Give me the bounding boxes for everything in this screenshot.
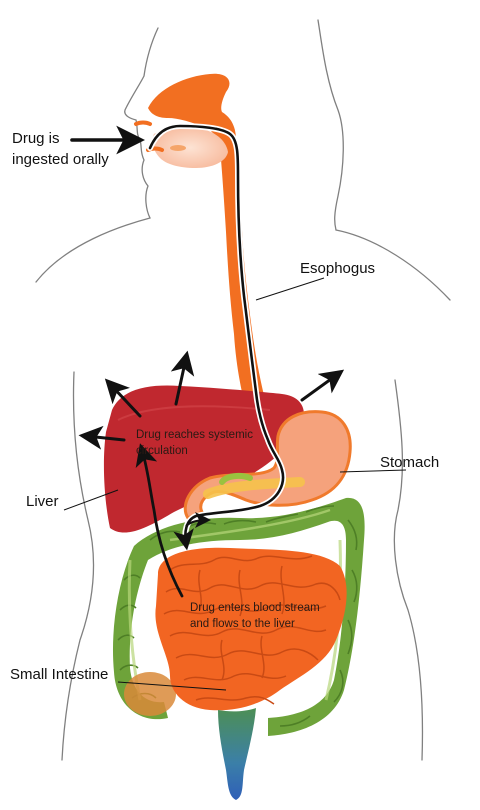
stomach-leader bbox=[339, 469, 407, 473]
systemic-line-1: Drug reaches systemic bbox=[136, 429, 253, 441]
systemic-arrow-upleft bbox=[104, 378, 142, 418]
blood-stream-line-1: Drug enters blood stream bbox=[190, 602, 320, 614]
drug-ingested-line-2: ingested orally bbox=[12, 151, 109, 168]
arrows bbox=[70, 125, 345, 598]
body-outline bbox=[35, 19, 451, 761]
esophagus-leader bbox=[255, 277, 325, 301]
left-shoulder bbox=[35, 217, 151, 283]
small-intestine-label: Small Intestine bbox=[10, 666, 109, 683]
drug-ingested-label: Drug is ingested orally bbox=[12, 128, 109, 170]
small-intestine bbox=[155, 547, 347, 711]
stomach-label: Stomach bbox=[380, 454, 440, 471]
blood-stream-label: Drug enters blood stream and flows to th… bbox=[190, 600, 320, 632]
leader-lines bbox=[63, 277, 407, 691]
liver-to-circulation-arrow bbox=[135, 443, 184, 598]
right-torso bbox=[393, 379, 424, 761]
small-intestine-leader bbox=[117, 681, 227, 691]
liver-label: Liver bbox=[26, 493, 59, 510]
systemic-line-2: circulation bbox=[136, 445, 188, 457]
systemic-circulation-label: Drug reaches systemic circulation bbox=[136, 427, 253, 459]
rectum bbox=[218, 708, 256, 800]
back-of-head bbox=[317, 19, 344, 231]
left-torso bbox=[61, 371, 95, 761]
systemic-arrow-up bbox=[170, 350, 195, 406]
liver-leader bbox=[63, 489, 119, 511]
stomach bbox=[183, 410, 352, 520]
esophagus-label: Esophogus bbox=[300, 260, 376, 277]
right-shoulder bbox=[335, 229, 451, 301]
liver bbox=[103, 385, 304, 533]
drug-pathway bbox=[147, 122, 286, 551]
systemic-arrow-upright bbox=[300, 369, 345, 402]
systemic-arrow-left bbox=[78, 425, 126, 450]
drug-ingested-line-1: Drug is bbox=[12, 130, 60, 147]
appendix-cecum bbox=[124, 672, 176, 716]
blood-stream-line-2: and flows to the liver bbox=[190, 618, 295, 630]
